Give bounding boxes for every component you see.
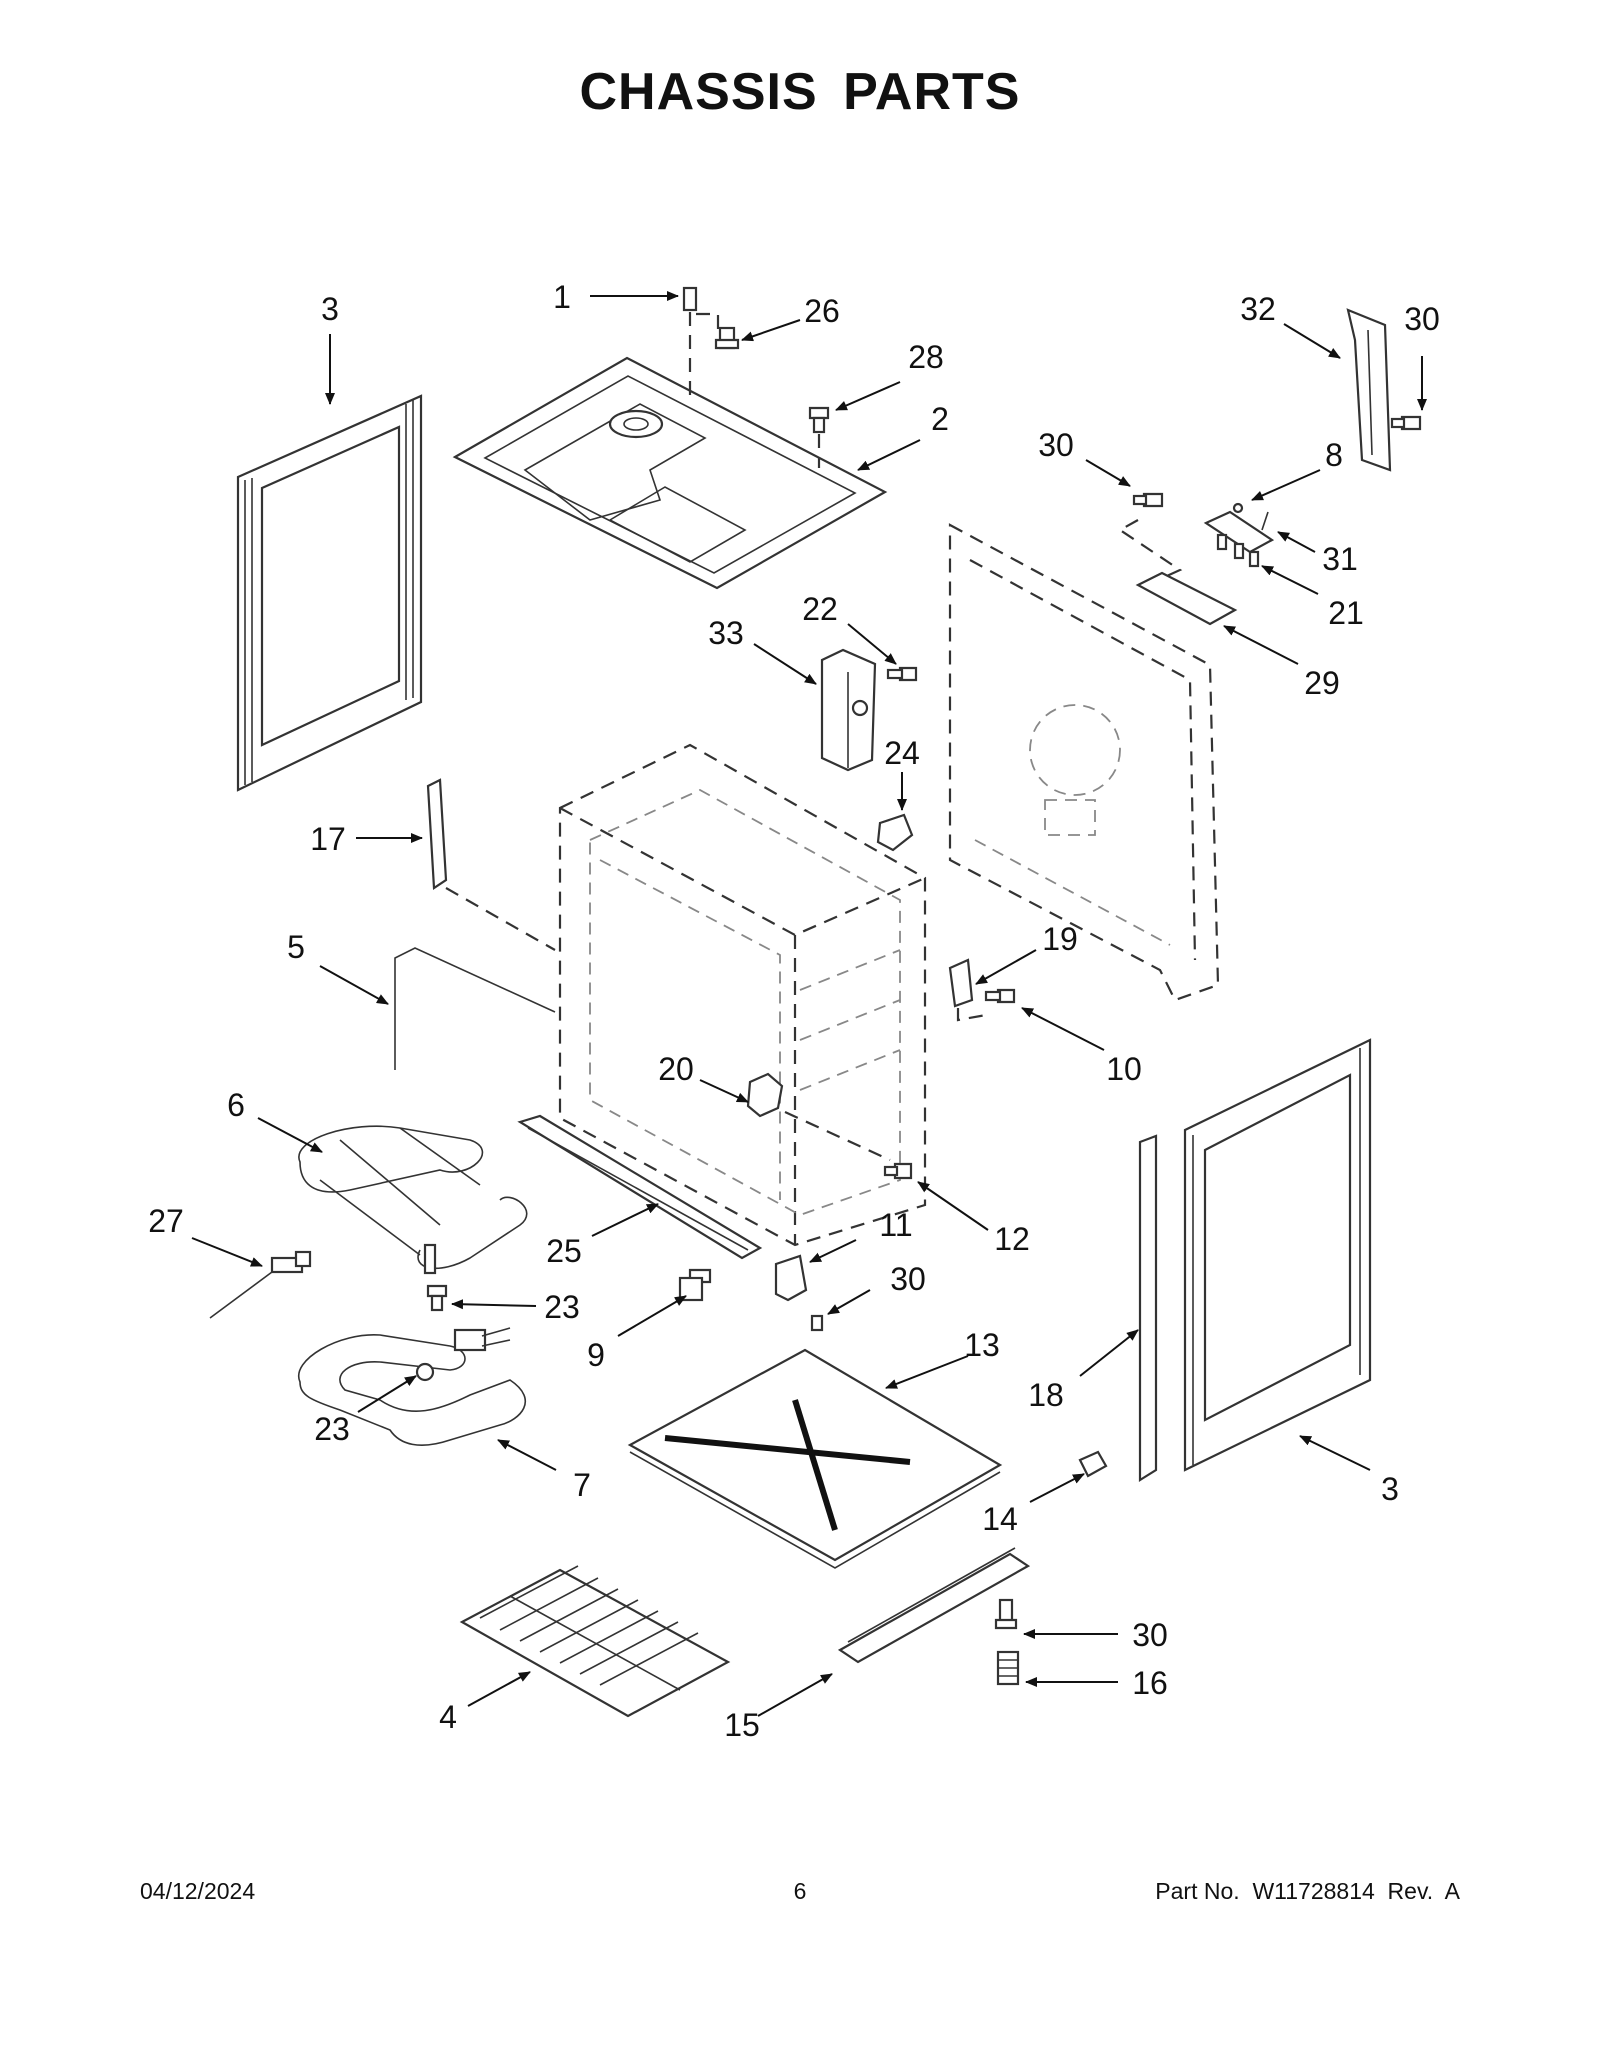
- clip-20: [746, 1072, 891, 1162]
- back-panel: [948, 523, 1220, 1002]
- screw-28: [808, 406, 830, 468]
- callout-15: 15: [724, 1707, 760, 1743]
- clip-14: [1078, 1450, 1108, 1478]
- screw-23-upper: [426, 1284, 448, 1312]
- screw-26: [714, 326, 740, 350]
- callout-17: 17: [310, 821, 346, 857]
- callout-33: 33: [708, 615, 744, 651]
- callout-30-mid: 30: [890, 1261, 926, 1297]
- callout-27: 27: [148, 1203, 184, 1239]
- trim-18: [1138, 1134, 1158, 1482]
- callout-10: 10: [1106, 1051, 1142, 1087]
- bake-element-6: [298, 1125, 528, 1275]
- callout-9: 9: [587, 1337, 605, 1373]
- callout-1: 1: [553, 279, 571, 315]
- footer-date: 04/12/2024: [140, 1878, 256, 1904]
- page-title: CHASSIS PARTS: [579, 63, 1021, 121]
- bracket-32: [1346, 308, 1392, 472]
- sensor-27: [209, 1250, 312, 1319]
- callout-8: 8: [1325, 437, 1343, 473]
- rail-15: [837, 1547, 1031, 1664]
- callout-30-bottom: 30: [1132, 1617, 1168, 1653]
- footer-part-number: Part No. W11728814 Rev. A: [1155, 1878, 1460, 1904]
- callout-29: 29: [1304, 665, 1340, 701]
- footer-page-number: 6: [793, 1878, 807, 1904]
- bracket-19: [948, 958, 974, 1008]
- screw-30-upper: [1117, 492, 1183, 582]
- callout-5: 5: [287, 929, 305, 965]
- screw-22: [886, 666, 918, 682]
- callout-3-bottom: 3: [1381, 1471, 1399, 1507]
- callout-21: 21: [1328, 595, 1364, 631]
- leader-arrows: [191, 291, 1427, 1717]
- callout-30-upper: 30: [1038, 427, 1074, 463]
- seal-5: [394, 947, 556, 1070]
- callout-labels: 1 26 28 2 3 32 30 30 8 31 21 29 22 33 24…: [148, 279, 1440, 1743]
- callout-25: 25: [546, 1233, 582, 1269]
- callout-32: 32: [1240, 291, 1276, 327]
- callout-26: 26: [804, 293, 840, 329]
- top-panel: [452, 356, 888, 590]
- plug-24: [876, 813, 914, 852]
- bracket-17: [426, 778, 556, 951]
- callout-24: 24: [884, 735, 920, 771]
- rail-25: [517, 1114, 763, 1260]
- screw-9: [678, 1268, 712, 1302]
- callout-23-upper: 23: [544, 1289, 580, 1325]
- callout-3-top: 3: [321, 291, 339, 327]
- screw-30-bottom: [994, 1598, 1018, 1630]
- callout-30-top-right: 30: [1404, 301, 1440, 337]
- control-33: [820, 648, 877, 772]
- callout-14: 14: [982, 1501, 1018, 1537]
- callout-4: 4: [439, 1699, 457, 1735]
- callout-19: 19: [1042, 921, 1078, 957]
- hinge-11: [774, 1254, 808, 1302]
- oven-cavity: [558, 743, 927, 1247]
- callout-22: 22: [802, 591, 838, 627]
- terminal-block-21: [1203, 502, 1275, 568]
- callout-2: 2: [931, 401, 949, 437]
- broil-element-7: [297, 1327, 526, 1446]
- callout-31: 31: [1322, 541, 1358, 577]
- screw-12: [883, 1162, 913, 1180]
- leveling-leg-16: [996, 1650, 1020, 1686]
- callout-23-lower: 23: [314, 1411, 350, 1447]
- callout-11: 11: [879, 1207, 912, 1243]
- oven-rack-4: [459, 1565, 731, 1718]
- callout-12: 12: [994, 1221, 1030, 1257]
- bottom-panel-13: [627, 1348, 1003, 1569]
- side-panel-left: [236, 394, 423, 792]
- callout-28: 28: [908, 339, 944, 375]
- screw-10: [956, 988, 1016, 1022]
- callout-20: 20: [658, 1051, 694, 1087]
- callout-13: 13: [964, 1327, 1000, 1363]
- screw-1: [682, 286, 720, 400]
- screw-30-top-right: [1390, 415, 1422, 431]
- callout-7: 7: [573, 1467, 591, 1503]
- callout-16: 16: [1132, 1665, 1168, 1701]
- screw-30-mid: [810, 1314, 824, 1332]
- callout-6: 6: [227, 1087, 245, 1123]
- callout-18: 18: [1028, 1377, 1064, 1413]
- bracket-29: [1135, 571, 1238, 626]
- side-panel-right: [1183, 1038, 1372, 1472]
